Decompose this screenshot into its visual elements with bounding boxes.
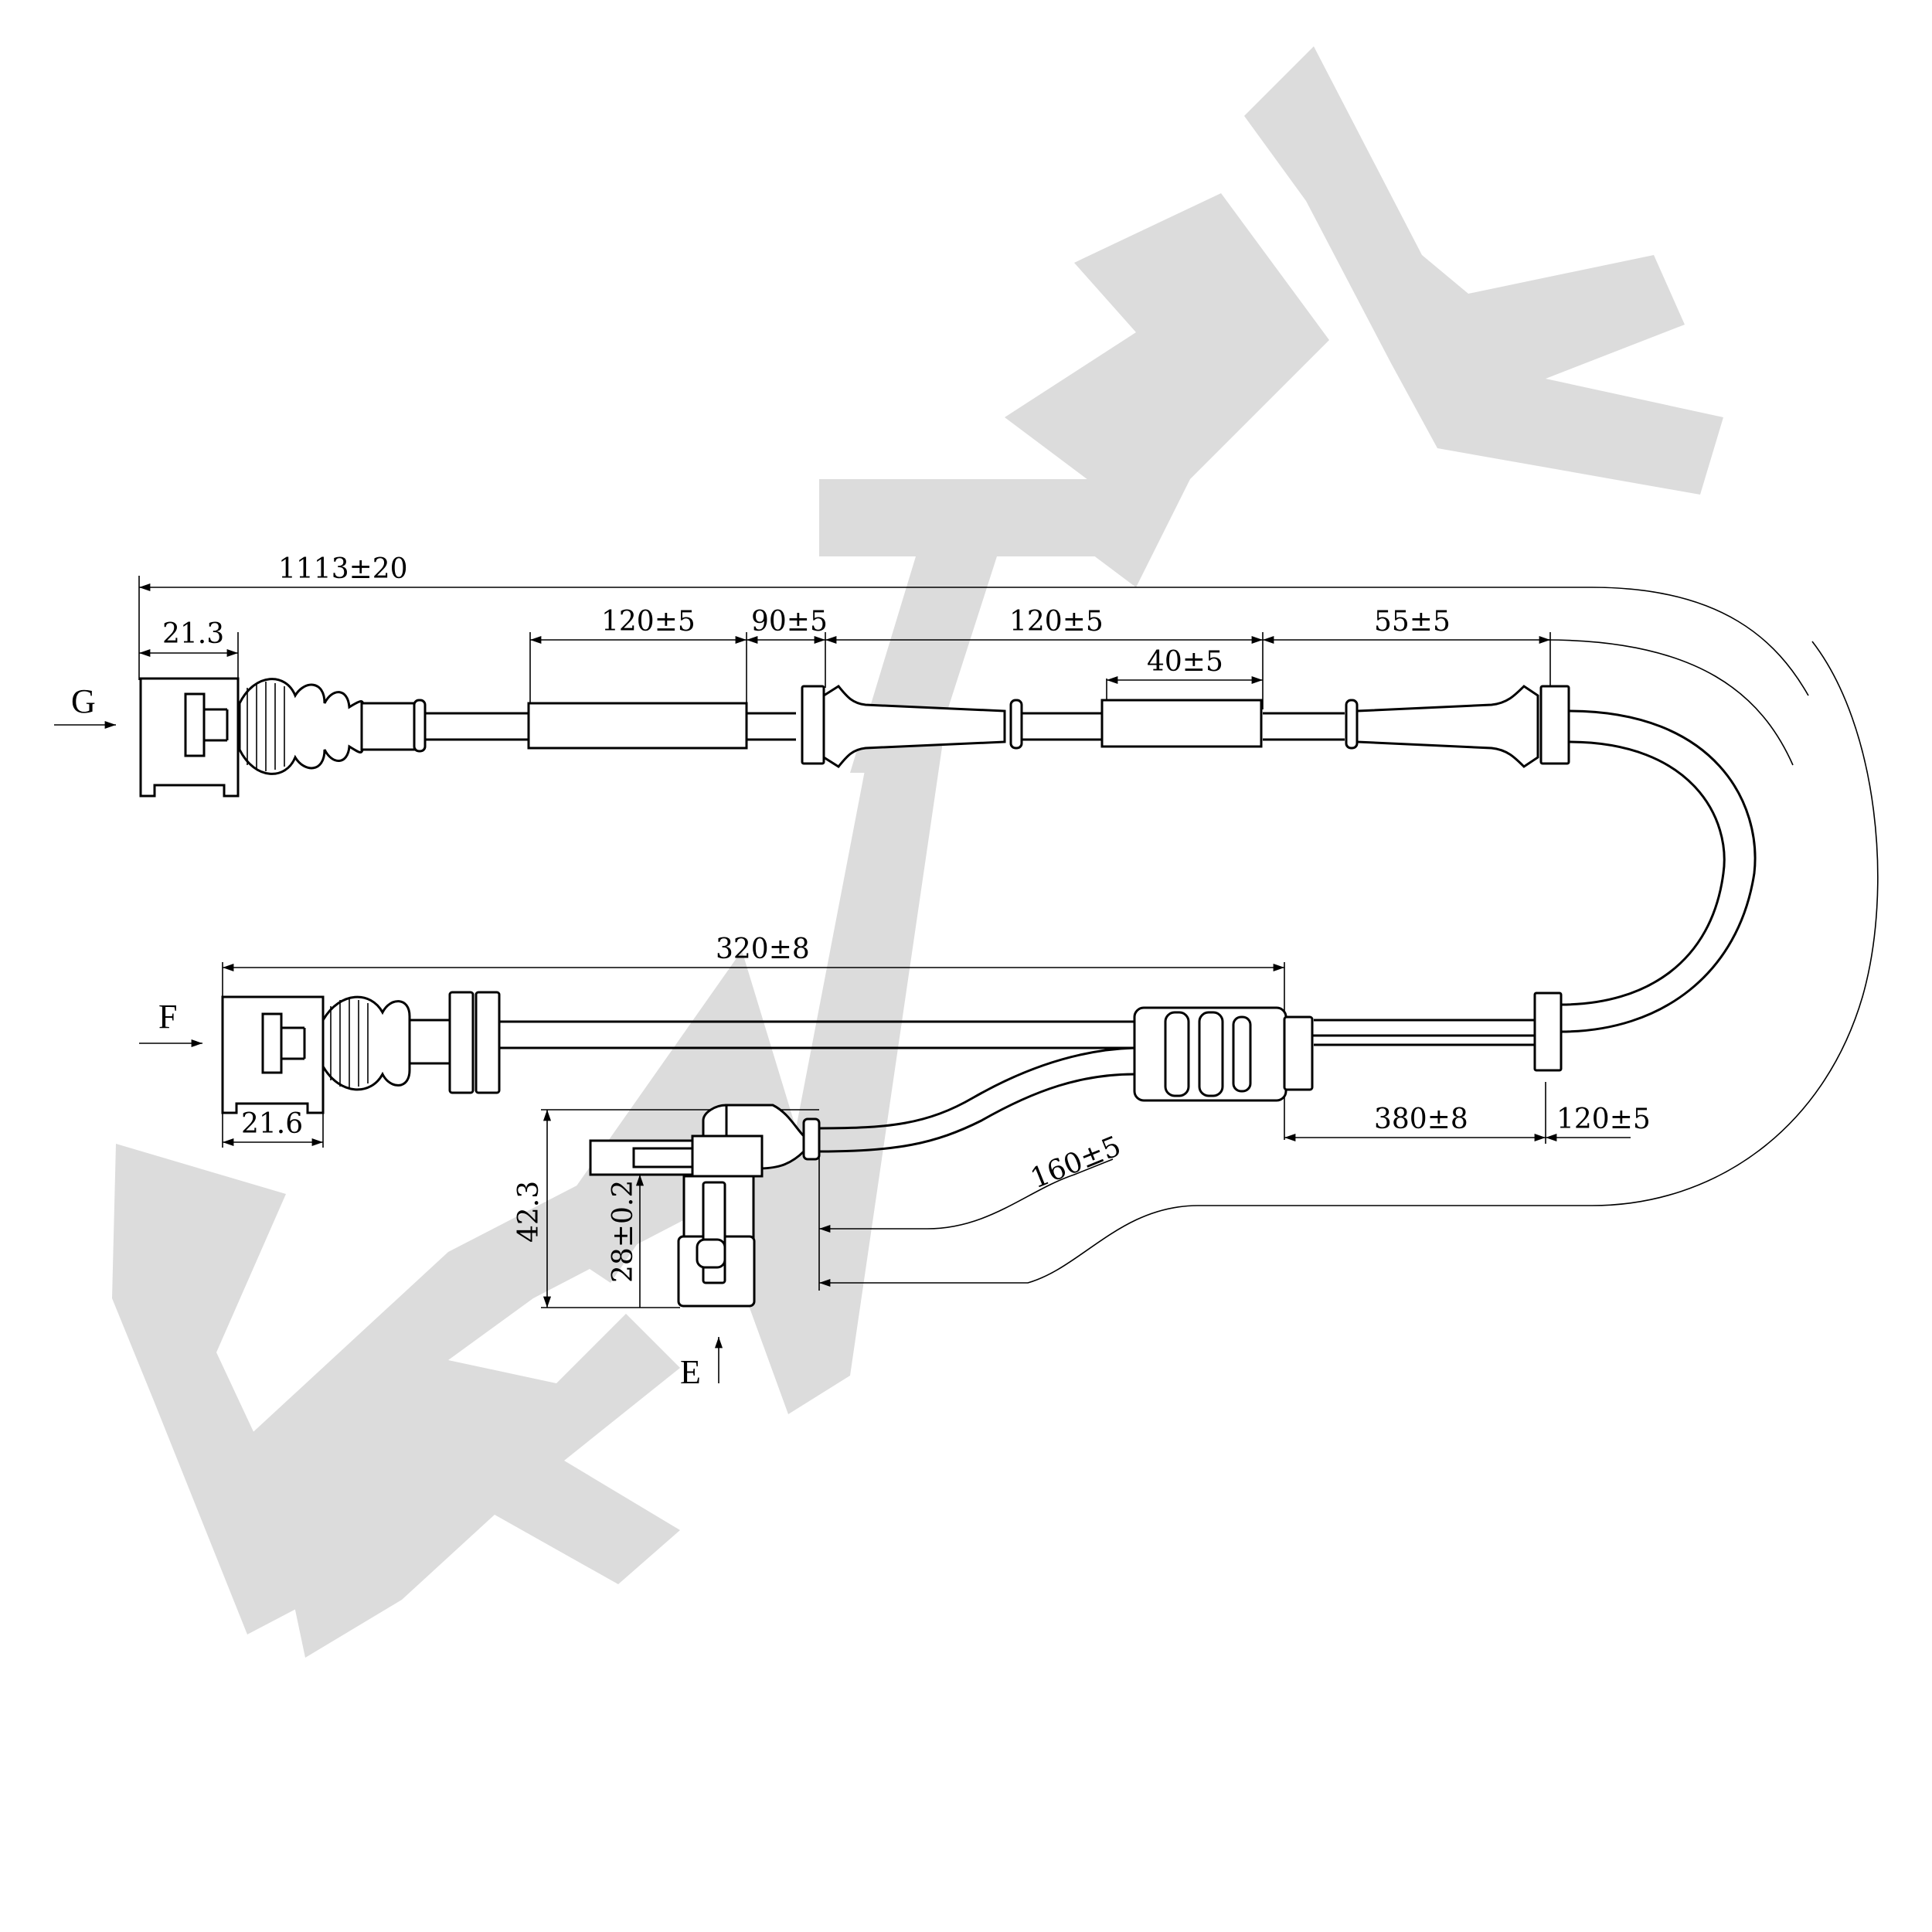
dim-f-len: 320±8: [716, 934, 810, 965]
dimension-texts: 1113±20 21.3 120±5 90±5 120±5 40±5 55±5 …: [162, 553, 1651, 1283]
dim-total: 1113±20: [278, 553, 408, 585]
watermark-letter-k: [1244, 46, 1723, 495]
sensor-e: [589, 1104, 821, 1308]
connector-g: [139, 677, 240, 798]
watermark-letter-t: [819, 479, 1113, 773]
boot-f: [321, 991, 501, 1094]
dim-g-seg2: 90±5: [751, 606, 828, 638]
view-markers: G F E: [54, 682, 723, 1391]
dim-f-conn-width: 21.6: [241, 1108, 303, 1140]
sleeve-g1: [527, 702, 748, 750]
connector-f: [221, 995, 325, 1114]
dim-mid-len: 380±8: [1374, 1104, 1468, 1135]
junction-block: [1133, 1006, 1314, 1102]
view-label-g: G: [71, 682, 96, 720]
harness-f: [221, 991, 1535, 1153]
view-label-e: E: [680, 1353, 701, 1391]
dim-g-conn-width: 21.3: [162, 618, 224, 650]
clip-g3: [1533, 992, 1563, 1072]
dim-g-seg4: 55±5: [1374, 606, 1451, 638]
boot-g: [238, 678, 427, 775]
grommet-g1: [822, 685, 1006, 768]
dim-e-body: 28±0.2: [607, 1180, 639, 1283]
dimension-lines: [138, 576, 1879, 1308]
view-label-f: F: [158, 998, 177, 1036]
watermark-letter-e2: [1005, 193, 1329, 587]
dim-g-sleeve: 40±5: [1147, 646, 1223, 678]
harness-g: [139, 677, 1757, 1072]
watermark-letter-e: [247, 1128, 726, 1658]
sleeve-g2: [1100, 699, 1263, 748]
grommet-g2: [1355, 685, 1539, 768]
dim-e-len: 160±5: [1026, 1131, 1125, 1196]
dim-e-height: 42.3: [513, 1181, 545, 1243]
dim-end-len: 120±5: [1556, 1104, 1651, 1135]
zentek-watermark: [112, 46, 1723, 1658]
dim-g-seg3: 120±5: [1009, 606, 1104, 638]
clip-g2: [1539, 685, 1570, 765]
watermark-letter-n: [541, 726, 943, 1414]
dim-g-seg1: 120±5: [601, 606, 696, 638]
clip-g1: [801, 685, 825, 765]
